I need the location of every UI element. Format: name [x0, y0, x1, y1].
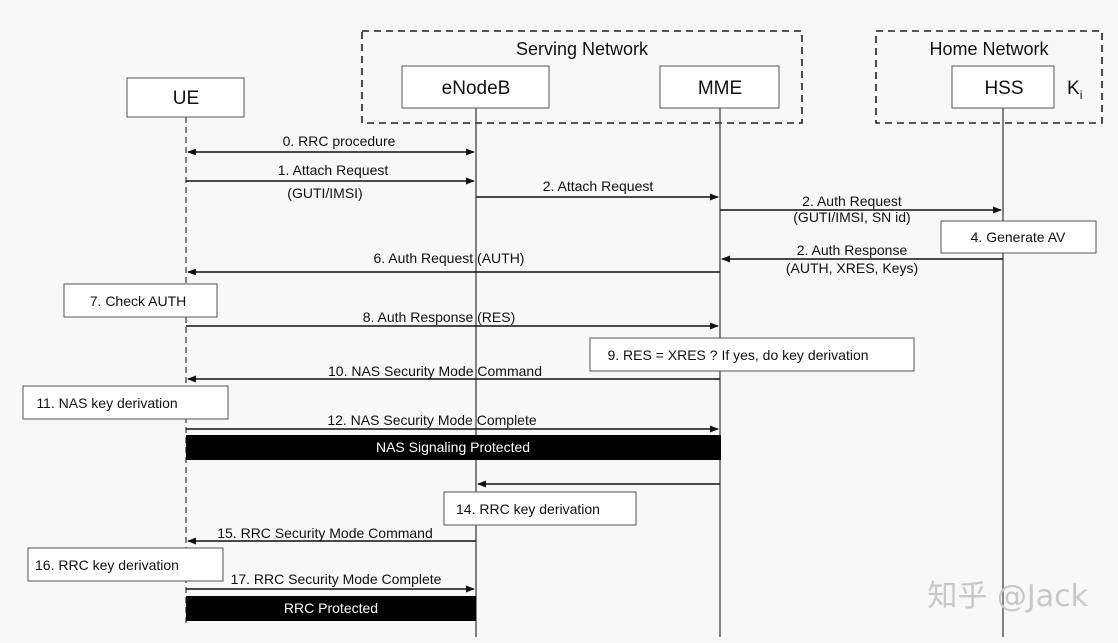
- msg-1-label: 1. Attach Request: [278, 162, 389, 178]
- msg-10-label: 10. NAS Security Mode Command: [328, 363, 542, 379]
- watermark: 知乎 @Jack: [927, 579, 1088, 614]
- ki-label: Ki: [1067, 78, 1082, 102]
- msg-1-sublabel: (GUTI/IMSI): [287, 185, 362, 201]
- note-7-label: 7. Check AUTH: [90, 293, 186, 309]
- note-4-label: 4. Generate AV: [971, 229, 1066, 245]
- enodeb-label: eNodeB: [442, 78, 511, 99]
- note-14-label: 14. RRC key derivation: [456, 501, 600, 517]
- nas-protected-bar: [186, 435, 721, 460]
- note-4-box: [940, 220, 1097, 254]
- ue-box: [126, 77, 245, 118]
- rrc-protected-bar: [186, 596, 476, 621]
- mme-box: [659, 65, 780, 109]
- msg-2b-label: 2. Auth Request: [802, 193, 902, 209]
- note-16-label: 16. RRC key derivation: [35, 557, 179, 573]
- msg-2c-label: 2. Auth Response: [797, 242, 908, 258]
- note-11-box: [22, 385, 229, 420]
- msg-2b-sublabel: (GUTI/IMSI, SN id): [793, 209, 910, 225]
- msg-12-label: 12. NAS Security Mode Complete: [327, 412, 537, 428]
- rrc-protected-label: RRC Protected: [284, 600, 378, 616]
- msg-2a-label: 2. Attach Request: [543, 178, 654, 194]
- msg-17-label: 17. RRC Security Mode Complete: [231, 571, 442, 587]
- mme-label: MME: [698, 78, 742, 99]
- note-9-box: [589, 337, 915, 372]
- msg-8-label: 8. Auth Response (RES): [363, 309, 516, 325]
- note-16-box: [27, 547, 224, 582]
- msg-0-label: 0. RRC procedure: [283, 133, 396, 149]
- note-9-label: 9. RES = XRES ? If yes, do key derivatio…: [607, 347, 868, 363]
- msg-6-label: 6. Auth Request (AUTH): [374, 250, 525, 266]
- hss-box: [951, 65, 1055, 109]
- note-14-box: [443, 491, 637, 526]
- hss-label: HSS: [984, 78, 1023, 99]
- serving-network-label: Serving Network: [516, 39, 649, 59]
- home-network-label: Home Network: [929, 39, 1049, 59]
- enodeb-box: [401, 65, 550, 109]
- msg-15-label: 15. RRC Security Mode Command: [217, 525, 433, 541]
- note-11-label: 11. NAS key derivation: [36, 395, 177, 411]
- ue-label: UE: [173, 88, 199, 109]
- note-7-box: [63, 283, 218, 318]
- serving-network-group: [361, 30, 803, 124]
- nas-protected-label: NAS Signaling Protected: [376, 439, 530, 455]
- home-network-group: [875, 30, 1103, 124]
- msg-2c-sublabel: (AUTH, XRES, Keys): [786, 260, 918, 276]
